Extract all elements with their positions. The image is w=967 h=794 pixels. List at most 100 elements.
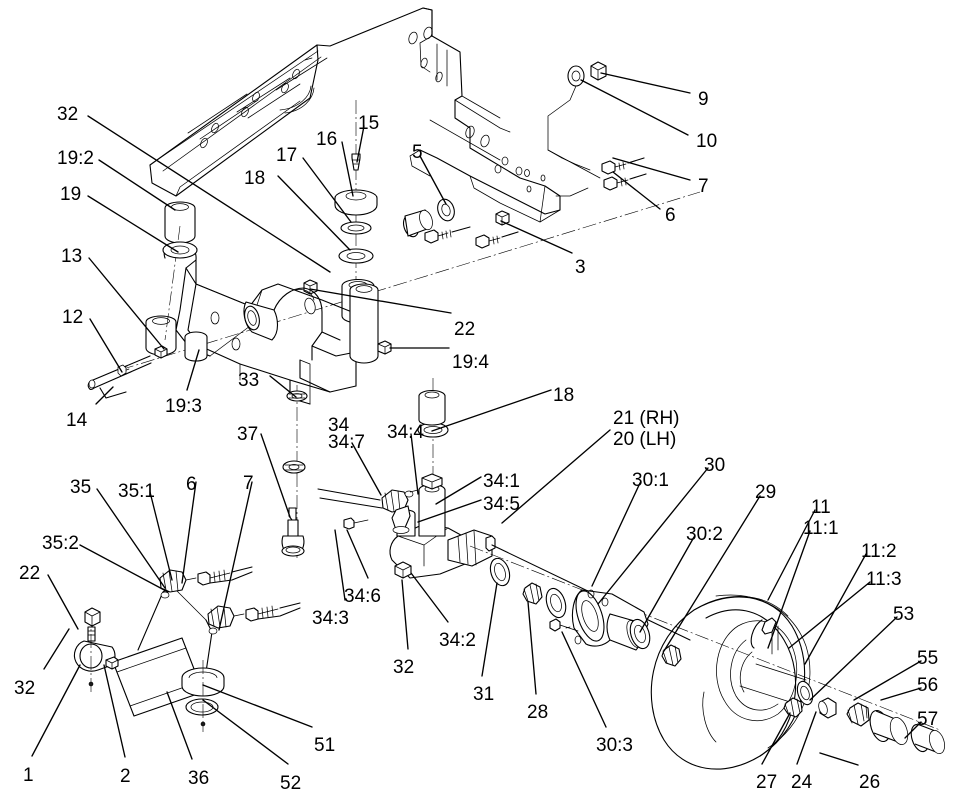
axle-center-boss <box>243 301 279 341</box>
callout-18: 18 <box>553 385 575 406</box>
callout-26: 26 <box>859 772 881 793</box>
part-19-bushing-lower <box>145 315 177 356</box>
callout-30-1: 30:1 <box>632 470 669 491</box>
leader-line <box>202 684 313 728</box>
leader-line <box>580 79 689 136</box>
leader-line <box>218 481 253 631</box>
right-spindle-tube <box>349 283 392 364</box>
part-19-2-bushing <box>164 201 196 244</box>
wheel-hardware <box>783 680 945 754</box>
leader-line <box>796 711 817 765</box>
leader-line <box>149 491 173 581</box>
callout-53: 53 <box>893 604 915 625</box>
part-17-washer <box>340 221 372 235</box>
callout-56: 56 <box>917 675 939 696</box>
part-18-washer-top <box>338 248 374 264</box>
callout-6: 6 <box>186 474 197 495</box>
callout-20-lh-: 20 (LH) <box>613 429 677 450</box>
callout-7: 7 <box>698 176 709 197</box>
callout-17: 17 <box>276 145 298 166</box>
part-27-nut <box>783 697 803 718</box>
part-12-13-rod <box>87 345 168 399</box>
callout-30-3: 30:3 <box>596 735 633 756</box>
callout-35: 35 <box>70 477 92 498</box>
part-31-washer <box>489 557 511 587</box>
callout-27: 27 <box>756 772 778 793</box>
leader-line <box>96 488 166 589</box>
part-11-3-washer <box>796 680 814 706</box>
callout-33: 33 <box>238 370 260 391</box>
part-16-cap <box>334 189 378 216</box>
leader-line <box>87 115 331 273</box>
leader-line <box>561 631 607 728</box>
callout-5: 5 <box>412 142 423 163</box>
part-10-washer <box>567 65 585 87</box>
callout-37: 37 <box>237 424 259 445</box>
leader-line <box>341 141 354 197</box>
callout-34-5: 34:5 <box>483 494 520 515</box>
part-34-1-nut <box>421 473 443 490</box>
leader-line <box>767 530 811 649</box>
leader-line <box>804 553 867 665</box>
part-3-nut <box>495 210 510 226</box>
leader-line <box>260 433 291 518</box>
leader-line <box>767 509 816 601</box>
frame-plate <box>408 7 561 223</box>
callout-34-2: 34:2 <box>439 630 476 651</box>
callout-34-7: 34:7 <box>328 432 365 453</box>
leader-line <box>47 574 79 630</box>
callout-15: 15 <box>358 113 380 134</box>
washer-column-33-37 <box>281 390 308 557</box>
leader-line <box>904 721 922 739</box>
callout-6: 6 <box>665 205 676 226</box>
part-29-nut <box>661 644 682 667</box>
part-5-washer <box>437 198 455 222</box>
callout-32: 32 <box>14 678 36 699</box>
leader-line <box>500 220 573 254</box>
part-37-washer <box>282 460 306 474</box>
callout-22: 22 <box>19 563 41 584</box>
leader-line <box>89 318 123 373</box>
callout-11: 11 <box>811 497 831 518</box>
leader-line <box>819 752 859 766</box>
leader-line <box>95 386 114 405</box>
callout-1: 1 <box>23 765 34 786</box>
leader-line <box>612 157 691 181</box>
part-7-joint-lower <box>207 602 301 635</box>
leader-line <box>79 544 169 593</box>
wheel-and-tire <box>650 594 811 770</box>
part-26-nut <box>846 702 870 727</box>
leader-line <box>435 476 482 505</box>
callout-2: 2 <box>120 766 131 787</box>
leader-line <box>761 712 791 765</box>
leader-line <box>346 529 369 579</box>
part-30-1-bearing <box>545 587 567 619</box>
part-6-7-fittings <box>424 157 647 249</box>
leader-line <box>202 699 289 765</box>
leader-line <box>410 433 419 495</box>
callout-7: 7 <box>243 473 254 494</box>
callout-18: 18 <box>244 168 266 189</box>
leader-line <box>98 159 176 211</box>
callout-32: 32 <box>57 104 79 125</box>
callout-35-2: 35:2 <box>42 533 79 554</box>
leader-line <box>356 125 365 163</box>
callout-13: 13 <box>61 246 83 267</box>
leader-line <box>853 660 922 701</box>
leader-line <box>31 664 81 757</box>
part-18-bushing-free <box>418 389 446 426</box>
callout-10: 10 <box>696 131 718 152</box>
frame-rail <box>149 7 433 197</box>
callout-34-4: 34:4 <box>387 422 424 443</box>
part-19-3-bushing <box>184 331 208 362</box>
part-7-joint-stud <box>281 507 305 557</box>
callout-30: 30 <box>704 455 726 476</box>
callout-57: 57 <box>917 709 939 730</box>
callout-16: 16 <box>316 129 338 150</box>
leader-line <box>809 616 898 701</box>
leader-line <box>166 691 193 760</box>
leader-line <box>410 572 449 623</box>
callout-51: 51 <box>314 735 336 756</box>
leader-line <box>481 582 498 677</box>
